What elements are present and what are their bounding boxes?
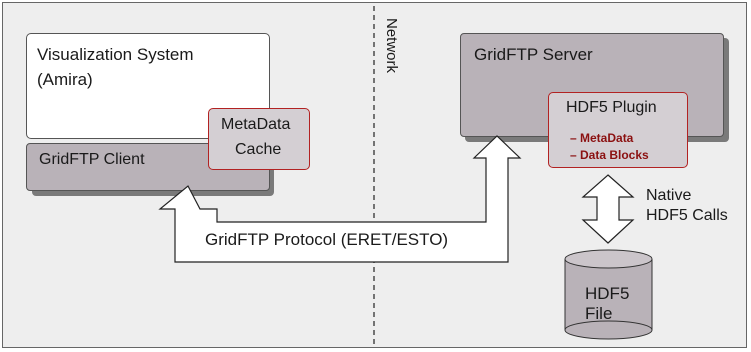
native-label-line2: HDF5 Calls (646, 207, 728, 224)
plugin-item-data-blocks: – Data Blocks (570, 148, 649, 162)
metadata-cache-line1: MetaData (221, 116, 291, 133)
gridftp-client-label: GridFTP Client (39, 151, 145, 168)
hdf5-plugin-title: HDF5 Plugin (566, 99, 657, 116)
visualization-title: Visualization System (37, 45, 194, 64)
hdf5-file-line1: HDF5 (585, 284, 630, 303)
gridftp-server-label: GridFTP Server (474, 45, 593, 64)
hdf5-file-line2: File (585, 304, 613, 323)
metadata-cache-box (208, 108, 310, 170)
visualization-subtitle: (Amira) (37, 70, 93, 89)
native-label-line1: Native (646, 187, 692, 204)
plugin-item-metadata: – MetaData (570, 131, 634, 145)
protocol-label: GridFTP Protocol (ERET/ESTO) (205, 230, 449, 249)
metadata-cache-line2: Cache (235, 141, 282, 158)
hdf5-plugin-box (548, 92, 688, 168)
